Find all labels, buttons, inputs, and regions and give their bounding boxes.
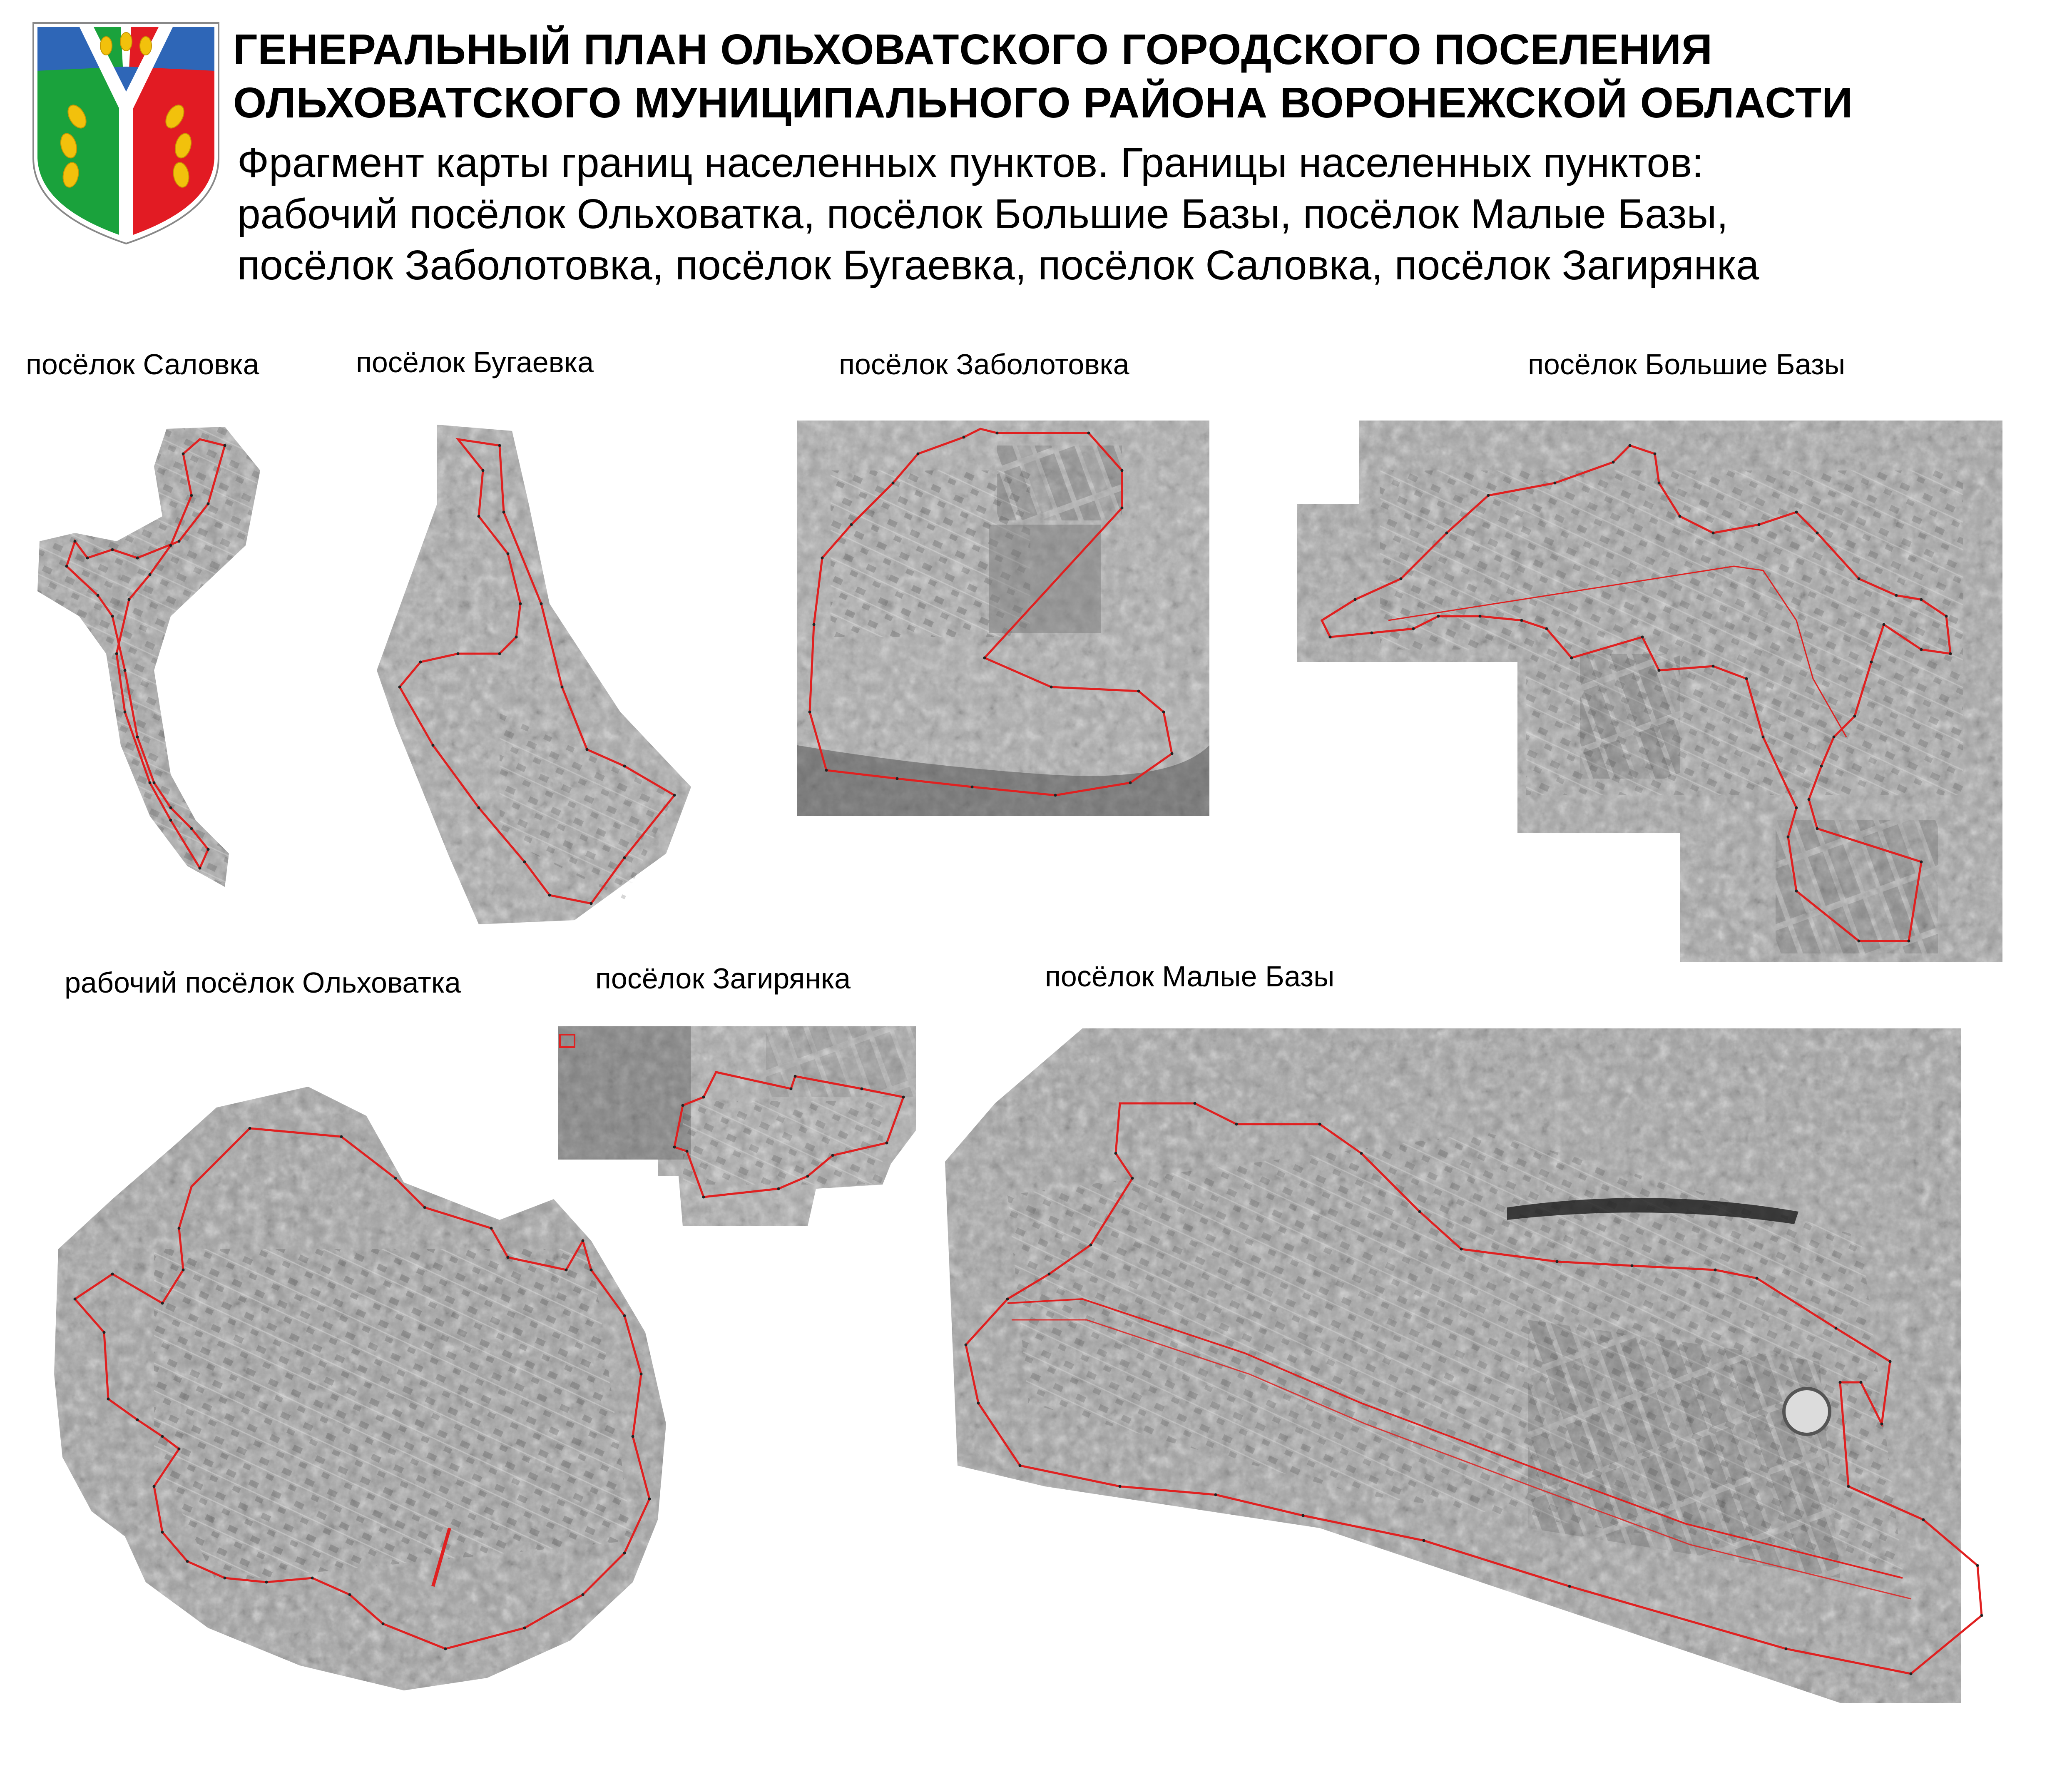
title-line-1: ГЕНЕРАЛЬНЫЙ ПЛАН ОЛЬХОВАТСКОГО ГОРОДСКОГ… [233,25,1713,73]
boundary-bolshie-bazy [1320,446,1950,941]
label-bolshie-bazy: посёлок Большие Базы [1528,348,1846,381]
map-zagiryanka [558,1026,916,1226]
label-bugaevka: посёлок Бугаевка [356,346,594,378]
map-malye-bazy [945,1028,2002,1703]
boundary-zabolotovka [810,428,1172,795]
subtitle-line-3: посёлок Заболотовка, посёлок Бугаевка, п… [237,242,1759,289]
boundary-salovka [67,438,225,868]
subtitle-line-1: Фрагмент карты границ населенных пунктов… [237,139,1704,186]
map-salovka [29,421,262,891]
label-salovka: посёлок Саловка [26,348,259,381]
map-bolshie-bazy [1297,421,2002,962]
coat-of-arms-icon [31,21,221,246]
map-olkhovatka [50,1083,674,1695]
label-zabolotovka: посёлок Заболотовка [839,348,1129,381]
map-bugaevka [375,421,695,933]
label-zagiryanka: посёлок Загирянка [595,962,851,995]
map-zabolotovka [797,421,1209,816]
label-malye-bazy: посёлок Малые Базы [1045,960,1335,993]
title-block: ГЕНЕРАЛЬНЫЙ ПЛАН ОЛЬХОВАТСКОГО ГОРОДСКОГ… [233,23,1853,129]
boundary-malye-bazy [966,1103,1982,1674]
boundary-bugaevka [400,438,674,903]
label-olkhovatka: рабочий посёлок Ольховатка [65,966,461,999]
boundary-zagiryanka [674,1071,903,1197]
subtitle-block: Фрагмент карты границ населенных пунктов… [237,137,1759,291]
subtitle-line-2: рабочий посёлок Ольховатка, посёлок Боль… [237,191,1729,237]
boundary-olkhovatka [75,1128,649,1649]
title-line-2: ОЛЬХОВАТСКОГО МУНИЦИПАЛЬНОГО РАЙОНА ВОРО… [233,79,1853,127]
